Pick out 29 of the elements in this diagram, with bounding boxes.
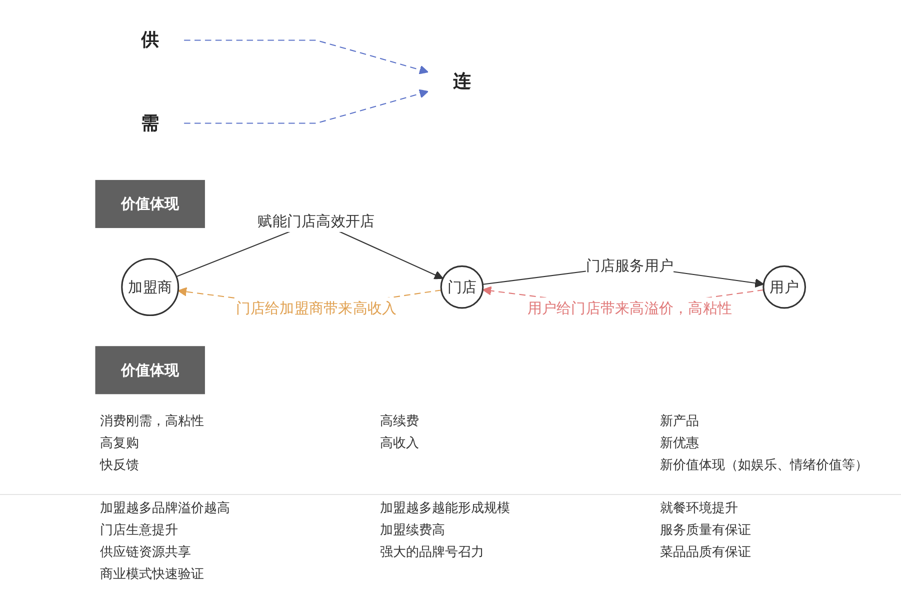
node-circle: 加盟商 <box>121 258 180 316</box>
node-text: 连 <box>453 72 471 92</box>
arrow <box>184 40 428 74</box>
value-text: 加盟越多越能形成规模 <box>380 499 510 517</box>
edge-label: 门店给加盟商带来高收入 <box>236 300 397 316</box>
node-circle: 用户 <box>762 265 806 309</box>
value-text: 新产品 <box>660 412 700 430</box>
value-text: 服务质量有保证 <box>660 521 751 539</box>
edge-label: 赋能门店高效开店 <box>258 212 375 229</box>
node-text: 需 <box>141 113 159 133</box>
node-circle: 门店 <box>440 265 484 309</box>
value-text: 高复购 <box>100 434 140 452</box>
value-text: 就餐环境提升 <box>660 499 739 517</box>
value-text: 快反馈 <box>100 456 140 474</box>
edge-label: 门店服务用户 <box>586 256 674 274</box>
value-text: 高收入 <box>380 434 419 452</box>
value-text: 加盟越多品牌溢价越高 <box>100 499 230 517</box>
value-text: 高续费 <box>380 412 419 430</box>
value-text: 加盟续费高 <box>380 521 446 539</box>
value-text: 消费刚需，高粘性 <box>100 412 204 430</box>
value-text: 门店生意提升 <box>100 521 179 539</box>
value-text: 供应链资源共享 <box>100 543 192 561</box>
value-text: 商业模式快速验证 <box>100 565 205 583</box>
value-text: 新价值体现（如娱乐、情绪价值等） <box>660 456 868 474</box>
edge-label: 用户给门店带来高溢价，高粘性 <box>527 300 732 316</box>
value-text: 新优惠 <box>660 434 700 452</box>
value-text: 菜品品质有保证 <box>660 543 751 561</box>
value-text: 强大的品牌号召力 <box>380 543 485 561</box>
arrow <box>184 89 428 124</box>
